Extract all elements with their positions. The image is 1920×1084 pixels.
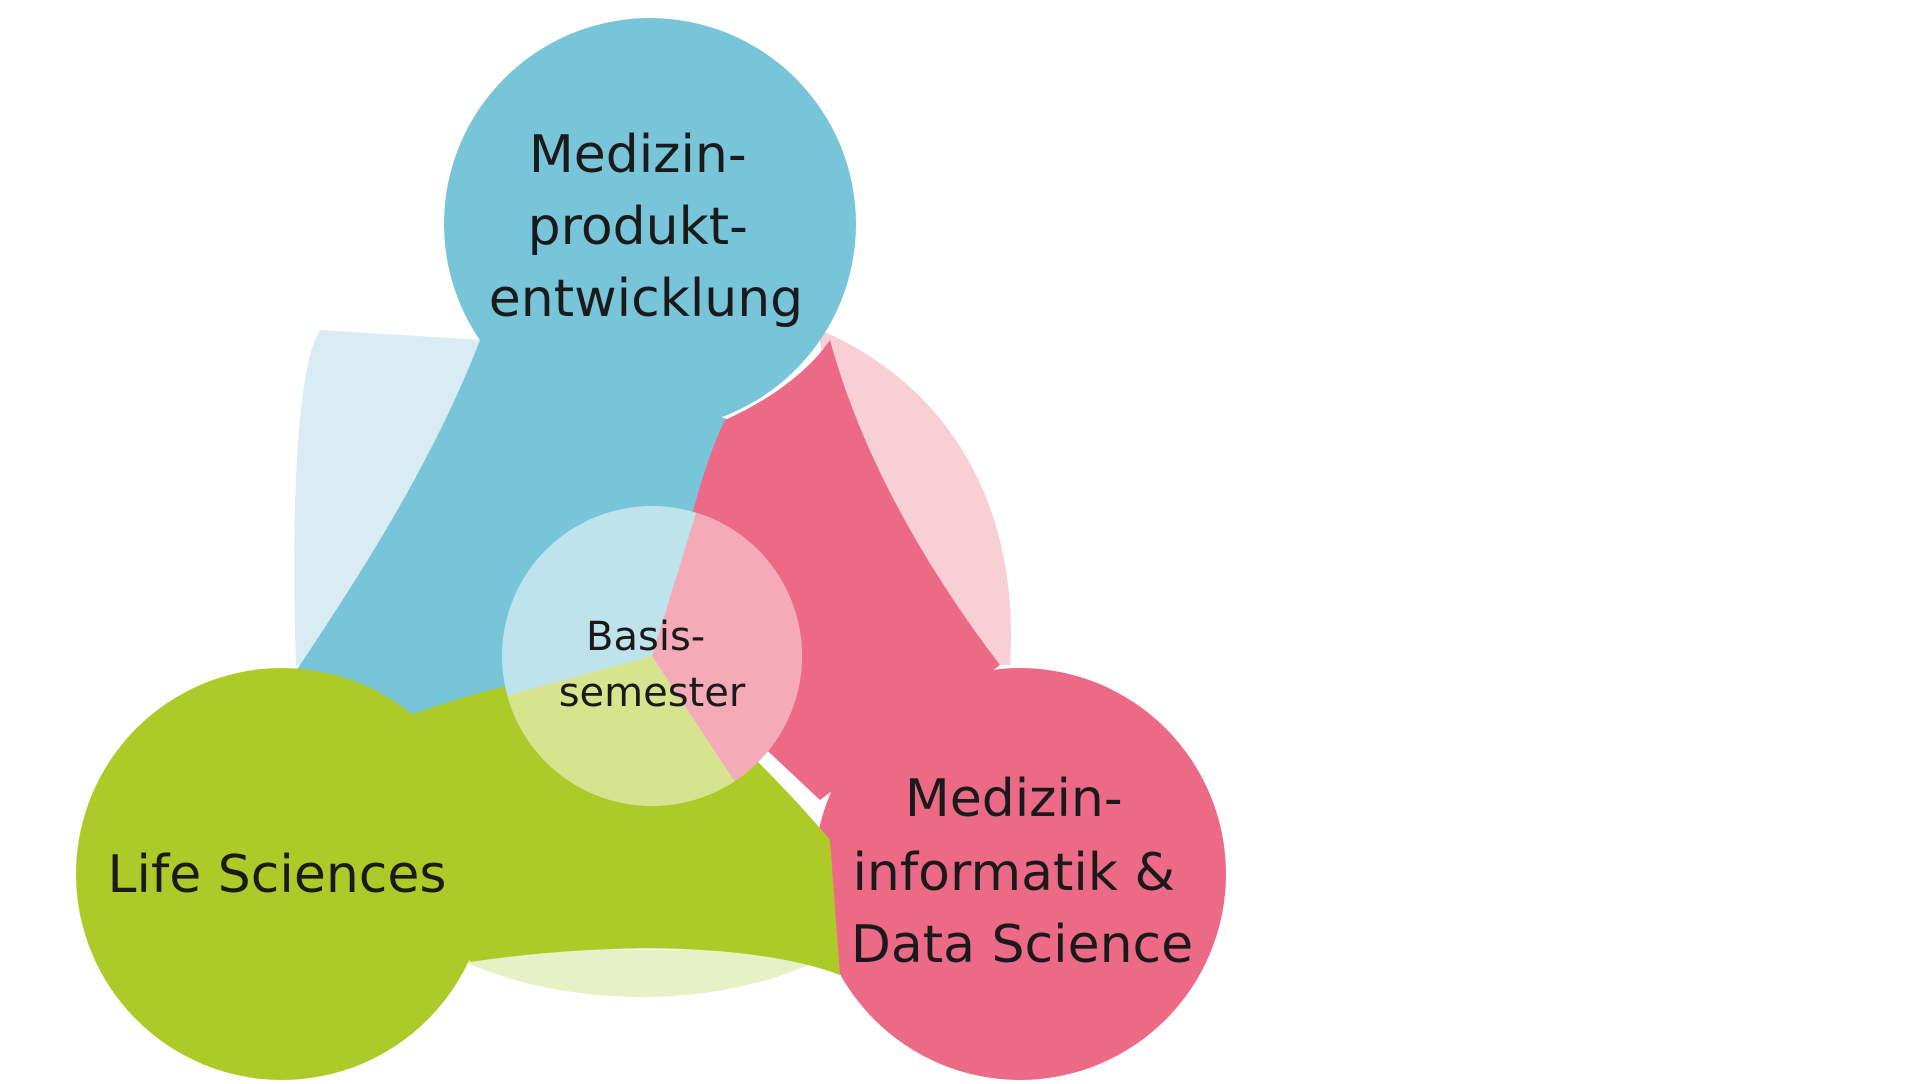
label-medizininformatik: Medizin- informatik & Data Science (851, 769, 1193, 975)
pink-circle (814, 668, 1226, 1080)
label-life-sciences: Life Sciences (108, 845, 447, 905)
blue-circle (444, 18, 856, 430)
center-basis (502, 506, 802, 806)
label-mi-line-3: Data Science (851, 915, 1193, 975)
label-mpe-line-2: produkt- (528, 197, 748, 257)
pink-light-lobe (820, 330, 1012, 665)
label-mpe-line-1: Medizin- (529, 125, 747, 185)
label-basis-line-2: semester (559, 670, 746, 716)
label-ls-line-1: Life Sciences (108, 845, 447, 905)
label-mi-line-2: informatik & (852, 843, 1175, 903)
label-basis-line-1: Basis- (586, 614, 705, 660)
label-mpe-line-3: entwicklung (489, 269, 803, 329)
green-circle (76, 668, 488, 1080)
label-medizinproduktentwicklung: Medizin- produkt- entwicklung (489, 125, 803, 329)
label-mi-line-1: Medizin- (905, 769, 1123, 829)
labels: Medizin- produkt- entwicklung Life Scien… (108, 125, 1194, 975)
label-basissemester: Basis- semester (559, 614, 746, 716)
